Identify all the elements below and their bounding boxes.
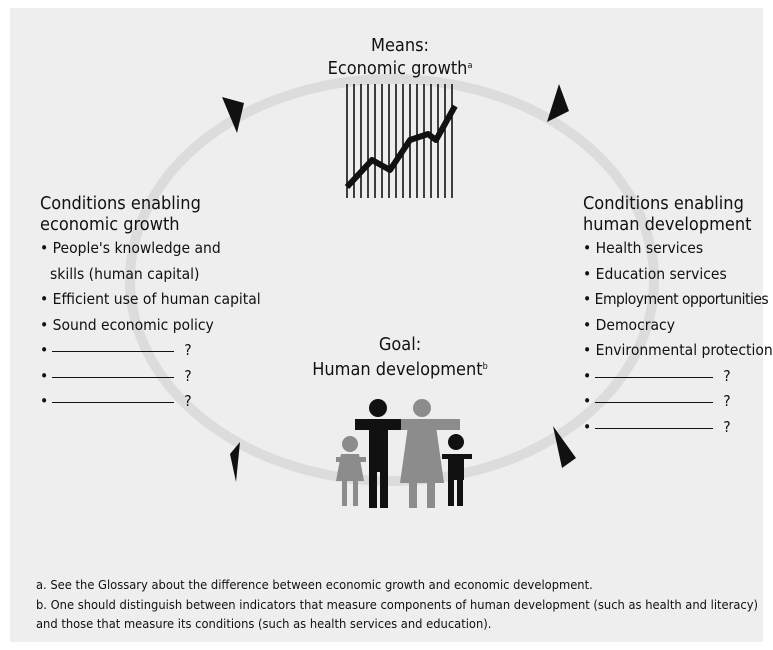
left-item: • Efficient use of human capital	[40, 290, 261, 308]
right-panel-heading: Conditions enabling human development	[583, 193, 773, 235]
goal-title: Human development	[312, 359, 483, 380]
right-item: • Employment opportunities	[583, 290, 769, 308]
blank-bullet: •	[583, 417, 592, 436]
right-item: • Environmental protection	[583, 341, 773, 359]
goal-block: Goal: Human developmentb	[300, 334, 500, 381]
footnote-b-line2: and those that measure its conditions (s…	[36, 617, 492, 632]
adult-woman-figure	[394, 399, 460, 508]
cycle-arrow-icon	[222, 97, 244, 133]
goal-label: Goal:	[378, 334, 422, 355]
blank-line	[595, 376, 714, 378]
footnote-b-line1: b. One should distinguish between indica…	[36, 597, 759, 613]
blank-bullet: •	[583, 366, 592, 385]
blank-line	[595, 427, 714, 429]
growth-chart-icon	[344, 84, 458, 198]
means-title-line: Economic growtha	[300, 56, 500, 79]
right-item: • Democracy	[583, 315, 675, 334]
left-panel: Conditions enabling economic growth • Pe…	[40, 193, 261, 415]
right-blank-item: •?	[583, 389, 773, 415]
child-girl-figure	[336, 436, 366, 506]
blank-line	[52, 402, 175, 403]
cycle-arrow-icon	[553, 426, 576, 468]
left-item: • Sound economic policy	[40, 315, 214, 334]
left-blank-item: •?	[40, 338, 261, 364]
cycle-ring	[125, 74, 659, 486]
footnote-a: a. See the Glossary about the difference…	[36, 578, 593, 593]
goal-note-marker: b	[482, 362, 488, 372]
blank-mark: ?	[723, 417, 731, 436]
blank-mark: ?	[184, 341, 192, 359]
means-title: Economic growth	[327, 58, 468, 79]
blank-bullet: •	[40, 341, 49, 359]
blank-mark: ?	[184, 366, 192, 385]
footnotes: a. See the Glossary about the difference…	[36, 576, 758, 635]
right-panel-list: • Health services • Education services •…	[583, 236, 773, 440]
left-item: skills (human capital)	[50, 264, 200, 283]
means-block: Means: Economic growtha	[300, 36, 500, 79]
right-blank-item: •?	[583, 364, 773, 390]
right-item: • Education services	[583, 264, 727, 283]
goal-title-line: Human developmentb	[300, 356, 500, 381]
left-item: • People's knowledge and	[40, 239, 221, 257]
right-heading-line1: Conditions enabling	[583, 193, 744, 214]
left-panel-list: • People's knowledge and skills (human c…	[40, 236, 261, 415]
left-blank-item: •?	[40, 389, 261, 415]
right-blank-item: •?	[583, 415, 773, 441]
left-panel-heading: Conditions enabling economic growth	[40, 193, 261, 235]
means-note-marker: a	[467, 61, 473, 71]
adult-man-figure	[355, 399, 401, 508]
right-heading-line2: human development	[583, 214, 752, 235]
left-heading-line1: Conditions enabling	[40, 193, 201, 214]
child-boy-figure	[442, 434, 472, 506]
blank-mark: ?	[184, 392, 192, 410]
means-label: Means:	[370, 35, 430, 56]
blank-bullet: •	[40, 392, 49, 410]
cycle-arrow-icon	[547, 84, 569, 122]
blank-line	[595, 402, 714, 403]
family-icon	[336, 399, 472, 508]
left-heading-line2: economic growth	[40, 214, 180, 235]
blank-bullet: •	[40, 366, 49, 385]
blank-mark: ?	[723, 392, 731, 410]
blank-mark: ?	[723, 366, 731, 385]
blank-line	[52, 351, 175, 352]
blank-bullet: •	[583, 392, 592, 410]
cycle-arrow-icon	[230, 442, 240, 482]
left-blank-item: •?	[40, 364, 261, 390]
blank-line	[52, 376, 175, 378]
right-item: • Health services	[583, 239, 704, 257]
right-panel: Conditions enabling human development • …	[583, 193, 773, 440]
